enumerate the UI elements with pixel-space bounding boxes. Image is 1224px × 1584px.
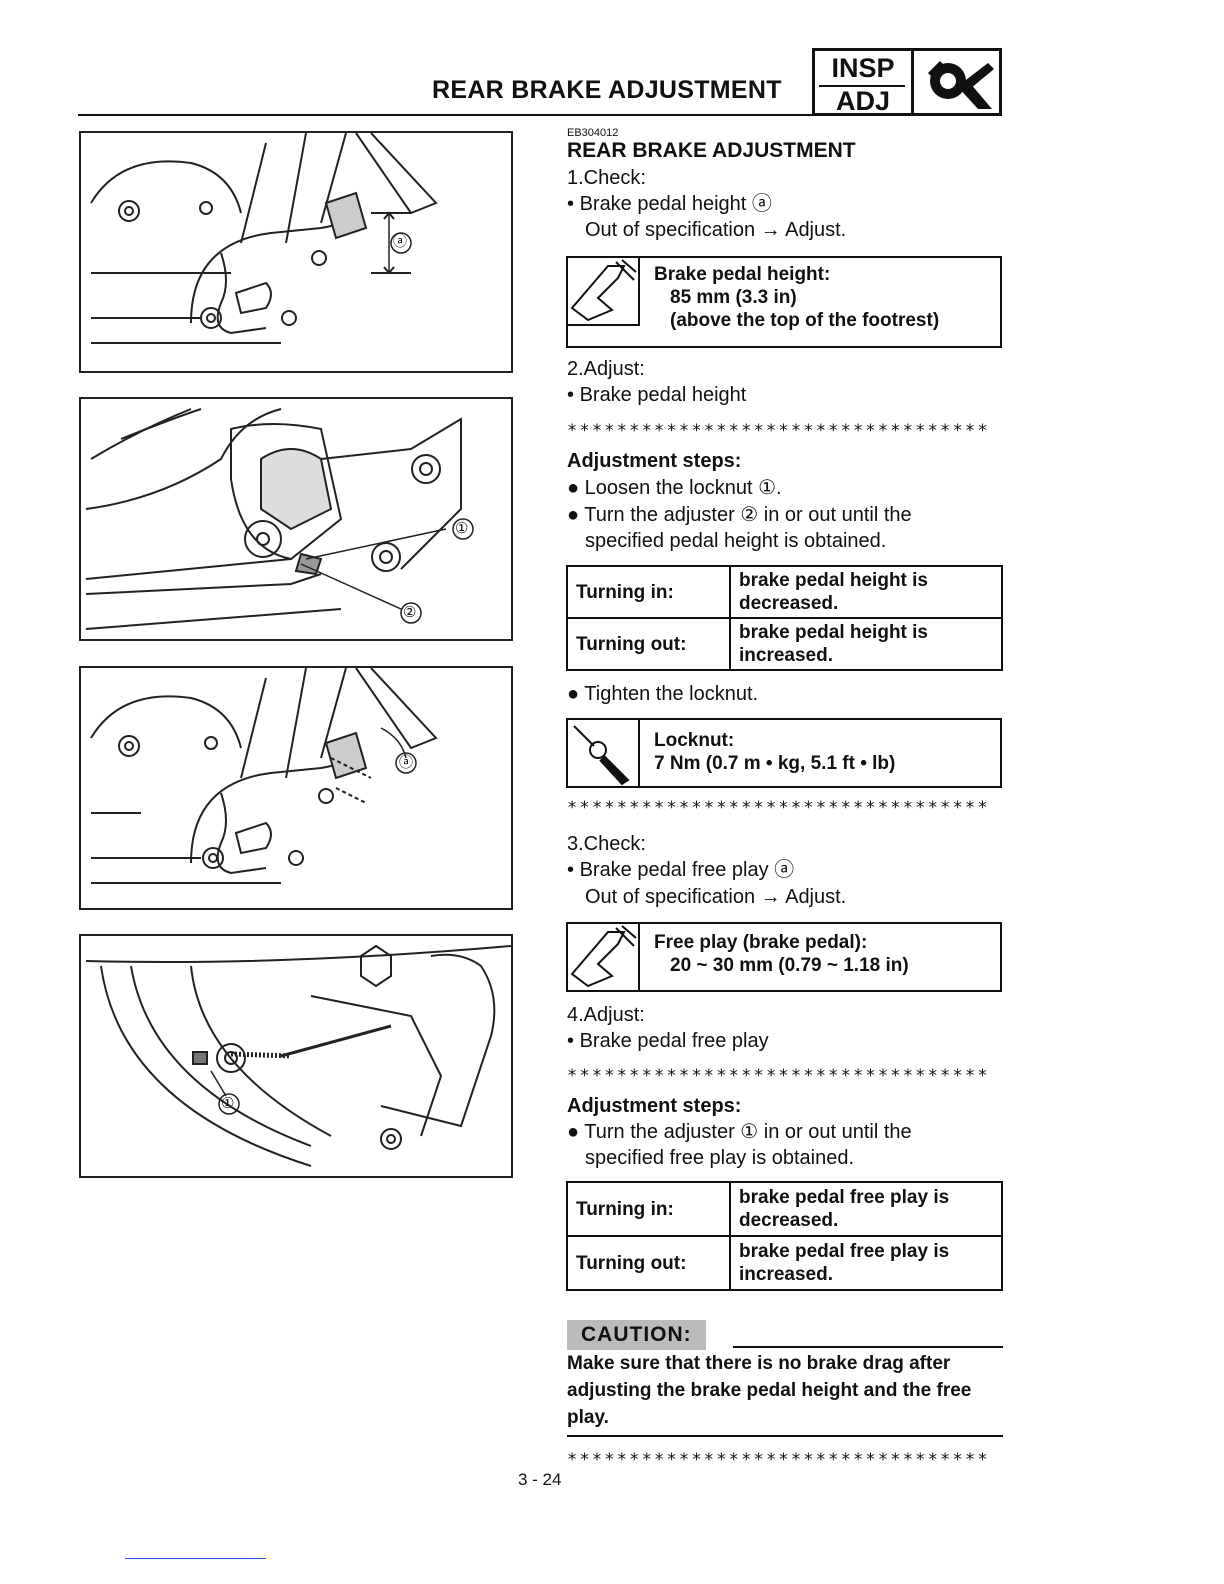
step4-label: 4.Adjust: (567, 1004, 645, 1026)
cell-line: increased. (739, 645, 833, 666)
adjust-step-text: Loosen the locknut ①. (584, 477, 782, 499)
steps-divider: ********************************** (567, 1066, 990, 1086)
caution-text: Make sure that there is no brake drag af… (567, 1353, 972, 1428)
step2-bullet-text: Brake pedal height (579, 384, 747, 406)
figure-callout-locknut: ① (455, 520, 469, 537)
section-title: REAR BRAKE ADJUSTMENT (567, 139, 856, 162)
page-number: 3 - 24 (518, 1470, 562, 1489)
step1-label: 1.Check: (567, 167, 646, 189)
spec-label: Free play (brake pedal): (654, 932, 868, 953)
cell-line: brake pedal height is (739, 570, 928, 591)
cell-line: decreased. (739, 593, 839, 614)
figure-pedal-free-play: ⓐ (79, 666, 513, 910)
badge-insp: INSP (831, 53, 895, 83)
torque-wrench-icon (568, 720, 640, 786)
step1-bullet: • Brake pedal height ⓐ (567, 193, 772, 215)
spec-box-locknut: Locknut: 7 Nm (0.7 m • kg, 5.1 ft • lb) (566, 718, 1002, 788)
cell-line: increased. (739, 1264, 833, 1285)
table-cell: Turning out: (566, 1235, 731, 1291)
steps-divider: ********************************** (567, 1450, 990, 1470)
section-code: EB304012 (567, 127, 619, 139)
step3-bullet: • Brake pedal free play ⓐ (567, 859, 795, 881)
step2-label: 2.Adjust: (567, 358, 645, 380)
adjust-step-text: Tighten the locknut. (584, 683, 759, 705)
adjustment-steps-title: Adjustment steps: (567, 1095, 742, 1117)
adjust-step-text: Turn the adjuster ① in or out until the (584, 1121, 912, 1143)
caution-label: CAUTION: (567, 1320, 706, 1350)
cell-line: brake pedal free play is (739, 1187, 950, 1208)
cell-line: brake pedal height is (739, 622, 928, 643)
header-rule (78, 114, 812, 116)
badge-divider (819, 85, 905, 87)
cell-line: decreased. (739, 1210, 839, 1231)
step4-bullet: • Brake pedal free play (567, 1030, 769, 1052)
adjust-step-continuation: specified pedal height is obtained. (585, 530, 887, 552)
footer-link-underline (125, 1558, 266, 1559)
wrench-inspection-icon (928, 61, 994, 109)
spec-value: 85 mm (3.3 in) (670, 287, 797, 308)
adjust-step-text: Turn the adjuster ② in or out until the (584, 504, 912, 526)
adjust-step-continuation: specified free play is obtained. (585, 1147, 855, 1169)
badge-adj: ADJ (835, 86, 890, 116)
table-cell: Turning in: (566, 565, 731, 619)
figure-callout: ⓐ (393, 233, 407, 249)
spec-label: Brake pedal height: (654, 264, 831, 285)
figure-adjuster: ① ② (79, 397, 513, 641)
spec-box-pedal-height: Brake pedal height: 85 mm (3.3 in) (abov… (566, 256, 1002, 348)
adjust-step-item: ● Loosen the locknut ①. (567, 477, 782, 499)
spec-value: 7 Nm (0.7 m • kg, 5.1 ft • lb) (654, 753, 896, 774)
caliper-icon (568, 924, 640, 990)
adjust-step-item: ● Turn the adjuster ① in or out until th… (567, 1121, 912, 1143)
spec-box-free-play: Free play (brake pedal): 20 ~ 30 mm (0.7… (566, 922, 1002, 992)
step2-bullet: • Brake pedal height (567, 384, 747, 406)
step4-bullet-text: Brake pedal free play (579, 1030, 769, 1052)
step1-note: Out of specification → Adjust. (585, 219, 847, 241)
step3-label: 3.Check: (567, 833, 646, 855)
adjust-step-item: ● Tighten the locknut. (567, 683, 759, 705)
steps-divider: ********************************** (567, 798, 990, 818)
step3-note: Out of specification → Adjust. (585, 886, 847, 908)
adjustment-steps-title: Adjustment steps: (567, 450, 742, 472)
steps-divider: ********************************** (567, 421, 990, 441)
badge-separator (911, 51, 914, 113)
caution-rule (567, 1435, 1003, 1437)
caliper-icon (568, 258, 640, 326)
table-cell: Turning out: (566, 617, 731, 671)
step3-bullet-text: Brake pedal free play ⓐ (579, 859, 795, 881)
spec-label: Locknut: (654, 730, 735, 751)
cell-line: brake pedal free play is (739, 1241, 950, 1262)
figure-pedal-height: ⓐ (79, 131, 513, 373)
spec-value: 20 ~ 30 mm (0.79 ~ 1.18 in) (670, 955, 909, 976)
page-header-title: REAR BRAKE ADJUSTMENT (432, 76, 782, 104)
figure-callout-adjuster: ① (221, 1095, 235, 1112)
caution-rule (733, 1346, 1003, 1348)
figure-callout: ⓐ (399, 754, 413, 770)
figure-rear-brake-rod: ① (79, 934, 513, 1178)
adjust-step-item: ● Turn the adjuster ② in or out until th… (567, 504, 912, 526)
header-badge: INSP ADJ (812, 48, 1002, 116)
table-cell: Turning in: (566, 1181, 731, 1237)
figure-callout-adjuster: ② (403, 604, 417, 621)
spec-note: (above the top of the footrest) (670, 310, 940, 331)
step1-bullet-text: Brake pedal height ⓐ (579, 193, 772, 215)
